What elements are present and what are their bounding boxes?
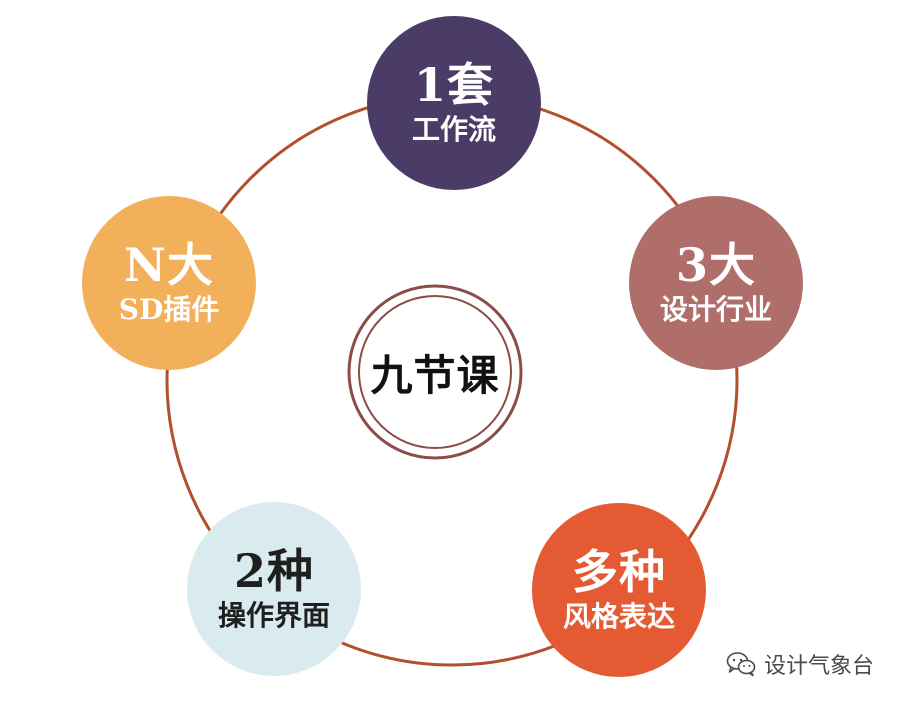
watermark-text: 设计气象台: [764, 654, 875, 679]
node-workflow: 1套 工作流: [367, 16, 541, 190]
node-big-label: 3大: [675, 238, 756, 292]
node-style-expression: 多种 风格表达: [532, 503, 706, 677]
watermark: 设计气象台: [726, 648, 874, 680]
node-small-label: 设计行业: [659, 293, 772, 326]
node-big-label: 1套: [413, 58, 494, 112]
node-small-label: SD插件: [118, 293, 220, 326]
node-big-label: N大: [123, 238, 215, 292]
node-small-label: 风格表达: [562, 600, 675, 633]
node-sd-plugins: N大 SD插件: [82, 196, 256, 370]
node-small-label: 操作界面: [217, 599, 330, 632]
node-big-label: 多种: [572, 545, 666, 599]
node-design-industries: 3大 设计行业: [629, 196, 803, 370]
node-big-label: 2种: [233, 544, 314, 598]
center-rings-icon: [347, 284, 523, 460]
center-title: 九节课: [370, 350, 500, 400]
wechat-icon: [726, 652, 756, 677]
node-small-label: 工作流: [411, 113, 496, 146]
node-interfaces: 2种 操作界面: [187, 502, 361, 676]
